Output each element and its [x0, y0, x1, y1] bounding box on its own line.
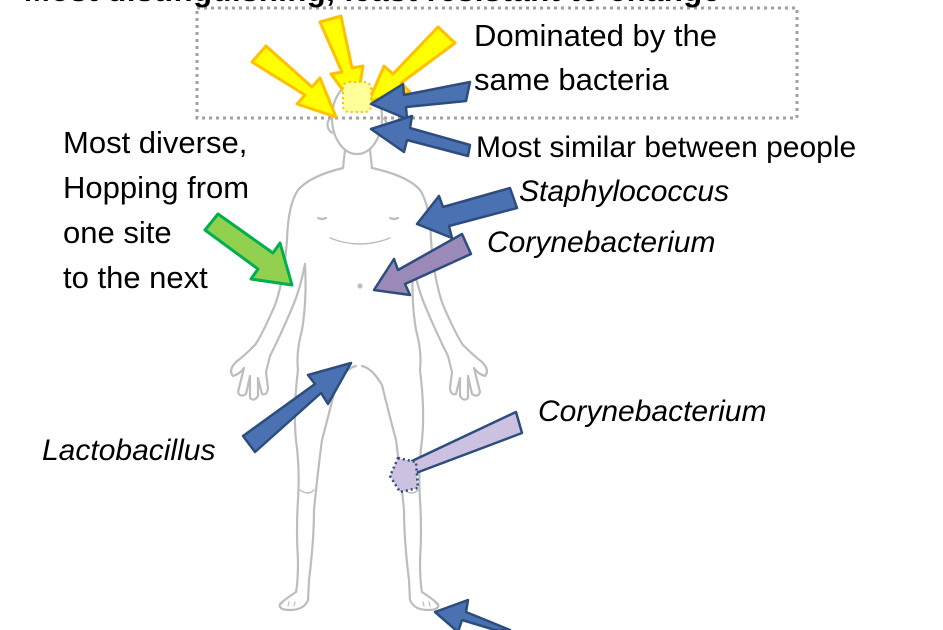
human-body-outline-icon — [229, 80, 489, 612]
blue-arrow-similar — [369, 114, 472, 158]
label-dominated-by-same-bacteria: Dominated by the same bacteria — [474, 14, 717, 102]
label-line: Hopping from — [63, 170, 250, 205]
blue-arrow-dominated — [369, 80, 472, 121]
blue-arrow-staphylococcus — [415, 186, 519, 240]
head-region-box — [195, 6, 799, 120]
label-corynebacterium-lower: Corynebacterium — [538, 395, 767, 428]
label-most-similar: Most similar between people — [476, 131, 857, 164]
blue-arrow-foot — [433, 598, 512, 630]
blue-arrow-lactobacillus — [241, 361, 353, 454]
diagram-title-cutoff: Most distinguishing, least resistant to … — [24, 0, 720, 13]
green-arrow-diverse — [203, 212, 294, 287]
knee-site-marker — [388, 456, 420, 494]
label-line: Dominated by the — [474, 18, 717, 53]
label-most-diverse: Most diverse, Hopping from one site to t… — [63, 120, 249, 300]
label-line: to the next — [63, 260, 208, 295]
label-corynebacterium-upper: Corynebacterium — [487, 226, 716, 259]
label-line: same bacteria — [474, 62, 669, 97]
purple-arrow-corynebacterium-upper — [372, 232, 473, 297]
blue-arrows-group — [241, 80, 519, 630]
label-lactobacillus: Lactobacillus — [42, 434, 216, 467]
label-staphylococcus: Staphylococcus — [519, 175, 730, 208]
forehead-site-marker — [342, 81, 372, 113]
label-line: one site — [63, 215, 172, 250]
purple-arrow-corynebacterium-lower — [410, 410, 524, 475]
label-line: Most diverse, — [63, 125, 248, 160]
yellow-arrow-left — [250, 44, 338, 119]
